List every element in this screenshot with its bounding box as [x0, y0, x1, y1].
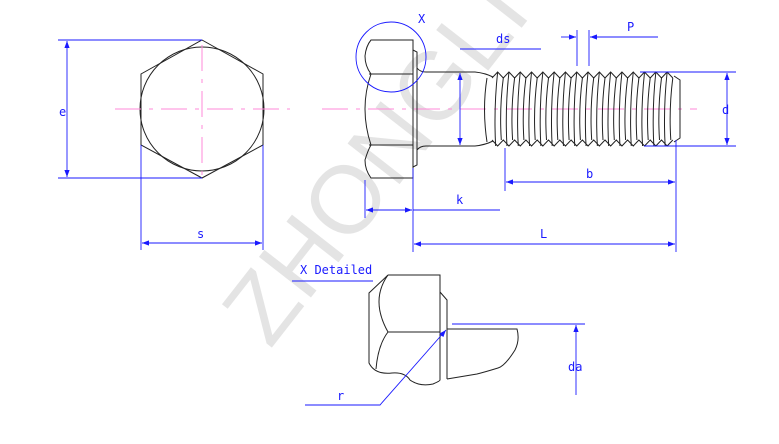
label-e: e [59, 105, 66, 119]
label-x: X [418, 12, 426, 26]
label-r: r [337, 389, 344, 403]
detail-title: X Detailed [300, 263, 372, 277]
detail-x-view: X Detailed da r [292, 263, 585, 406]
label-da: da [568, 360, 582, 374]
shank [416, 67, 494, 151]
thread-top-crests [491, 71, 674, 79]
label-p: P [627, 20, 634, 34]
thread-flanks [494, 71, 674, 147]
thread [491, 71, 674, 147]
thread-bottom-crests [491, 139, 674, 147]
side-view: X ds P d b k L [322, 12, 736, 252]
end-view: e s [58, 39, 290, 250]
label-s: s [197, 227, 204, 241]
label-k: k [456, 193, 464, 207]
bolt-head [364, 39, 414, 179]
label-d: d [722, 103, 729, 117]
dim-r [305, 329, 447, 406]
label-ds: ds [496, 32, 510, 46]
label-l: L [540, 227, 547, 241]
label-b: b [586, 167, 593, 181]
detail-x-circle [355, 21, 427, 93]
watermark: ZHONGLI [202, 0, 549, 363]
